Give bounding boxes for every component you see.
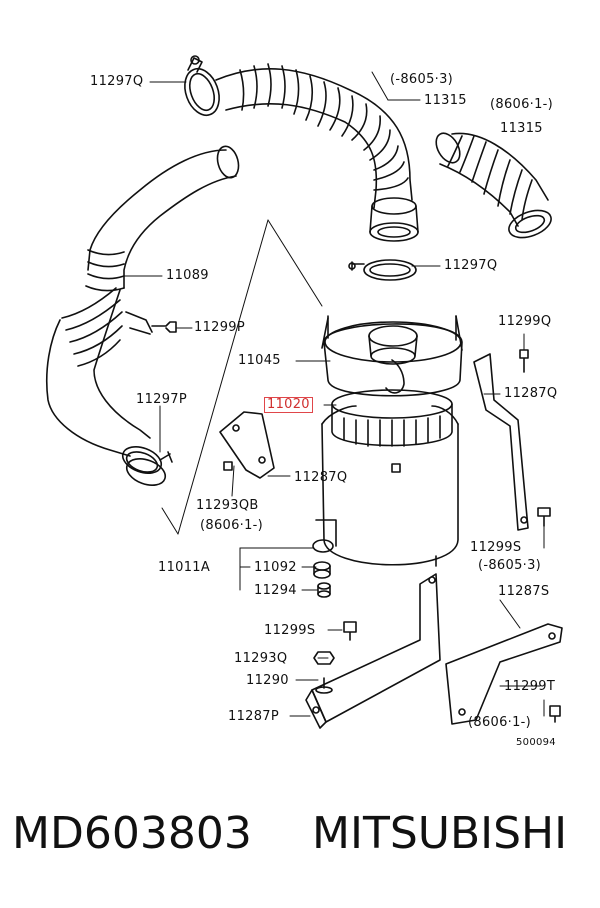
bolt-11299Q xyxy=(519,349,529,373)
label-11294: 11294 xyxy=(254,583,297,598)
air-cleaner-cover xyxy=(321,315,463,397)
label-11299P: 11299P xyxy=(194,320,245,335)
label-11011A: 11011A xyxy=(158,560,211,575)
air-cleaner-case xyxy=(312,405,459,566)
label-11299S-lower: 11299S xyxy=(264,623,316,638)
label-11297Q-top: 11297Q xyxy=(90,74,144,89)
label-11089: 11089 xyxy=(166,268,209,283)
label-11287S: 11287S xyxy=(498,584,550,599)
label-range-b: (8606·1-) xyxy=(490,97,554,112)
label-11045: 11045 xyxy=(238,353,281,368)
label-range-d: (-8605·3) xyxy=(478,558,542,573)
air-cleaner-exploded-drawing xyxy=(45,55,563,729)
footer-caption: MD603803 MITSUBISHI xyxy=(0,808,600,868)
brand-name: MITSUBISHI xyxy=(312,808,568,859)
intake-hose-upper xyxy=(215,63,419,242)
label-11020: 11020 xyxy=(264,397,313,413)
bolt-11299S xyxy=(537,507,551,527)
label-11315-a: 11315 xyxy=(424,93,467,108)
label-11293Q: 11293Q xyxy=(234,651,288,666)
label-11293QB: 11293QB xyxy=(196,498,259,513)
label-range-a: (-8605·3) xyxy=(390,72,454,87)
label-11299S: 11299S xyxy=(470,540,522,555)
label-11287P: 11287P xyxy=(228,709,279,724)
nut-11293Q xyxy=(313,651,335,665)
label-11290: 11290 xyxy=(246,673,289,688)
bolt-11299T xyxy=(549,705,561,723)
bolt-11299S-lower xyxy=(343,621,357,641)
bolt-11299P xyxy=(151,321,177,333)
part-number: MD603803 xyxy=(12,808,252,859)
bracket-11287S xyxy=(445,623,563,725)
leader-lines xyxy=(123,71,545,717)
label-11092: 11092 xyxy=(254,560,297,575)
bracket-11287P xyxy=(305,555,441,729)
label-11287Q-right: 11287Q xyxy=(504,386,558,401)
bracket-11287Q-center xyxy=(219,411,275,479)
hose-clamp-mid xyxy=(348,259,417,281)
label-11287Q-center: 11287Q xyxy=(294,470,348,485)
air-duct-11089 xyxy=(45,145,240,474)
washer-11290 xyxy=(315,677,333,694)
bracket-11287Q-right xyxy=(473,353,529,531)
label-11315-b: 11315 xyxy=(500,121,543,136)
hose-clamp-11297P xyxy=(125,451,173,486)
filter-element xyxy=(331,389,453,447)
collar-11294 xyxy=(317,582,331,598)
intake-hose-right xyxy=(435,132,552,239)
grommet-11092 xyxy=(313,561,331,579)
label-11299Q: 11299Q xyxy=(498,314,552,329)
label-11297Q-mid: 11297Q xyxy=(444,258,498,273)
diagram-code: 500094 xyxy=(516,737,556,748)
label-range-c: (8606·1-) xyxy=(200,518,264,533)
label-11299T: 11299T xyxy=(504,679,556,694)
label-range-e: (8606·1-) xyxy=(468,715,532,730)
hose-clamp-top xyxy=(184,55,220,117)
label-11297P: 11297P xyxy=(136,392,187,407)
